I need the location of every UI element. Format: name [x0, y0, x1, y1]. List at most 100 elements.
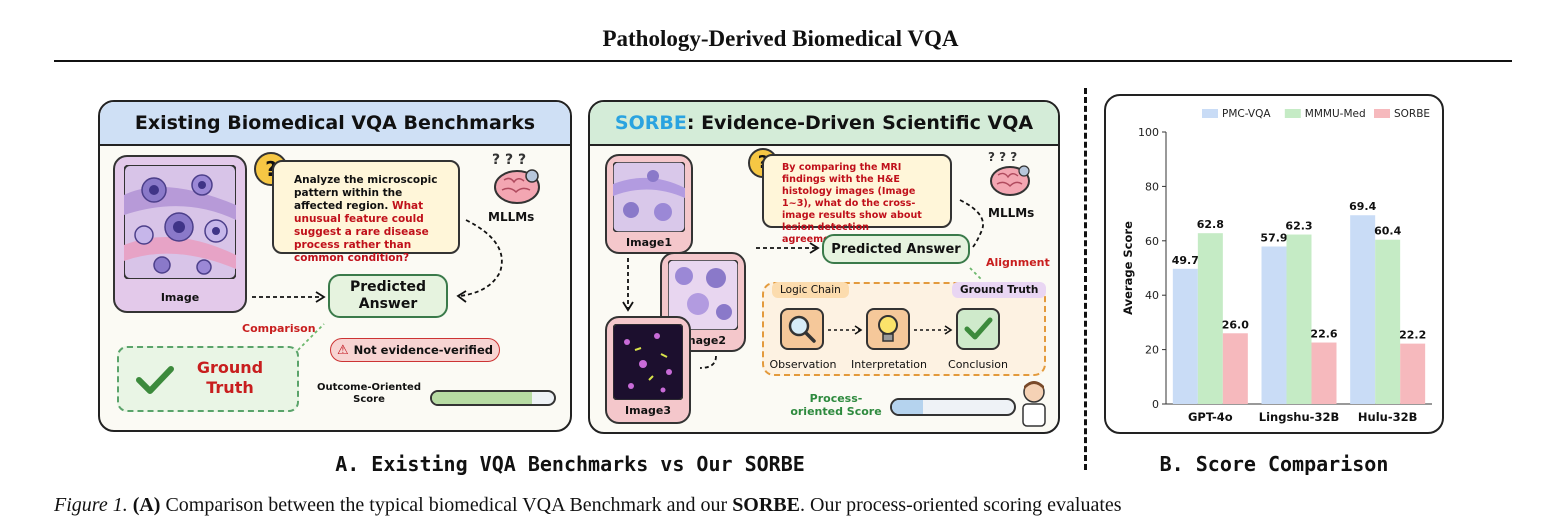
- bar-value-label: 57.9: [1260, 232, 1287, 245]
- bulb-icon: [878, 315, 898, 342]
- sorbe-title: SORBE: Evidence-Driven Scientific VQA: [590, 102, 1058, 146]
- process-score-label: Process-oriented Score: [790, 392, 882, 418]
- image3-card: Image3: [605, 316, 691, 424]
- image3-thumbnail: [613, 324, 683, 400]
- image-label: Image: [160, 291, 200, 304]
- question-box: Analyze the microscopic pattern within t…: [272, 160, 460, 264]
- sorbe-panel: SORBE: Evidence-Driven Scientific VQA Im…: [588, 100, 1060, 434]
- section-divider: [1084, 88, 1087, 470]
- mllm-label: MLLMs: [988, 206, 1035, 220]
- bar-mmmu-med-lingshu-32b: [1286, 234, 1312, 404]
- question-text: Analyze the microscopic pattern within t…: [294, 174, 438, 212]
- bar-value-label: 49.7: [1172, 254, 1199, 267]
- alignment-label: Alignment: [986, 256, 1050, 269]
- interpretation-label: Interpretation: [851, 358, 927, 371]
- check-icon: [964, 317, 993, 340]
- outcome-score-fill: [432, 392, 533, 404]
- bar-value-label: 62.8: [1197, 218, 1224, 231]
- bar-sorbe-lingshu-32b: [1311, 342, 1337, 404]
- process-score-fill: [892, 400, 923, 414]
- y-tick-label: 60: [1145, 235, 1159, 248]
- caption-fig-label: Figure 1.: [54, 494, 128, 516]
- bar-value-label: 60.4: [1374, 225, 1401, 238]
- ground-truth-card: Ground Truth: [117, 346, 299, 412]
- legend-label: SORBE: [1394, 108, 1430, 120]
- flow-arrows: [622, 199, 984, 369]
- bar-pmc-vqa-hulu-32b: [1350, 215, 1376, 404]
- bar-sorbe-gpt-4o: [1222, 333, 1248, 404]
- conclusion-label: Conclusion: [948, 358, 1008, 371]
- process-score-bar: [890, 398, 1016, 416]
- pathology-image-card: Image: [113, 155, 247, 313]
- pathology-image: [124, 165, 236, 279]
- warning-icon: ⚠: [337, 342, 349, 358]
- flow-arrows: [252, 219, 503, 351]
- not-verified-text: Not evidence-verified: [353, 343, 493, 357]
- legend-label: MMMU-Med: [1305, 108, 1366, 120]
- interpretation-step: [866, 308, 910, 350]
- image1-label: Image1: [626, 236, 672, 249]
- y-tick-label: 40: [1145, 289, 1159, 302]
- outcome-score-bar: [430, 390, 556, 406]
- legend-swatch: [1374, 109, 1390, 118]
- bar-mmmu-med-gpt-4o: [1197, 233, 1223, 404]
- panel-b-label: B. Score Comparison: [1159, 452, 1389, 476]
- bar-value-label: 22.2: [1399, 329, 1426, 342]
- existing-benchmarks-title: Existing Biomedical VQA Benchmarks: [100, 102, 570, 146]
- scientist-icon: [1022, 381, 1046, 427]
- comparison-label: Comparison: [242, 322, 316, 335]
- image1-thumbnail: [613, 162, 685, 232]
- bar-value-label: 62.3: [1285, 220, 1312, 233]
- bar-mmmu-med-hulu-32b: [1375, 239, 1401, 404]
- x-tick-label: Hulu-32B: [1358, 410, 1417, 424]
- bar-value-label: 26.0: [1222, 318, 1249, 331]
- y-tick-label: 0: [1152, 398, 1159, 411]
- y-axis-label: Average Score: [1121, 221, 1135, 315]
- predicted-answer-box: Predicted Answer: [822, 234, 970, 264]
- image2-label: Image2: [680, 334, 726, 347]
- y-tick-label: 20: [1145, 344, 1159, 357]
- sorbe-brand: SORBE: [614, 112, 687, 134]
- y-tick-label: 100: [1138, 126, 1159, 139]
- x-tick-label: Lingshu-32B: [1259, 410, 1339, 424]
- image2-thumbnail: [668, 260, 738, 330]
- page-title: Pathology-Derived Biomedical VQA: [602, 26, 959, 51]
- caption-part-a: (A): [132, 494, 161, 516]
- bar-value-label: 22.6: [1310, 328, 1337, 341]
- caption-text-1: Comparison between the typical biomedica…: [160, 494, 733, 516]
- brain-icon: [990, 165, 1030, 196]
- conclusion-step: [956, 308, 1000, 350]
- legend-swatch: [1284, 109, 1301, 118]
- panel-a-label: A. Existing VQA Benchmarks vs Our SORBE: [335, 452, 805, 476]
- logic-chain-tag: Logic Chain: [772, 282, 849, 298]
- bar-pmc-vqa-lingshu-32b: [1261, 246, 1287, 404]
- observation-label: Observation: [769, 358, 837, 371]
- image3-label: Image3: [625, 404, 671, 417]
- caption-brand: SORBE: [732, 494, 800, 516]
- ground-truth-label: Ground Truth: [196, 358, 264, 397]
- mllm-label: MLLMs: [488, 210, 535, 224]
- question-marks: ? ? ?: [492, 152, 527, 168]
- figure-caption: Figure 1. (A) Comparison between the typ…: [54, 494, 1122, 517]
- predicted-answer-box: Predicted Answer: [328, 274, 448, 318]
- magnifier-icon: [788, 315, 816, 343]
- not-verified-badge: ⚠ Not evidence-verified: [330, 338, 500, 362]
- question-marks: ? ? ?: [988, 150, 1018, 164]
- question-text: By comparing the MRI findings with the H…: [782, 162, 922, 245]
- outcome-score-label: Outcome-Oriented Score: [316, 382, 422, 405]
- legend-swatch: [1202, 109, 1218, 118]
- bar-pmc-vqa-gpt-4o: [1172, 268, 1198, 404]
- title-rule: [54, 60, 1512, 62]
- x-tick-label: GPT-4o: [1188, 410, 1233, 424]
- question-box: By comparing the MRI findings with the H…: [762, 154, 952, 245]
- y-tick-label: 80: [1145, 180, 1159, 193]
- check-icon: [136, 366, 174, 394]
- observation-step: [780, 308, 824, 350]
- sorbe-title-rest: : Evidence-Driven Scientific VQA: [686, 112, 1034, 134]
- image1-card: Image1: [605, 154, 693, 254]
- ground-truth-tag: Ground Truth: [952, 282, 1047, 298]
- brain-icon: [494, 169, 540, 204]
- question-highlight: What unusual feature could suggest a rar…: [294, 200, 429, 264]
